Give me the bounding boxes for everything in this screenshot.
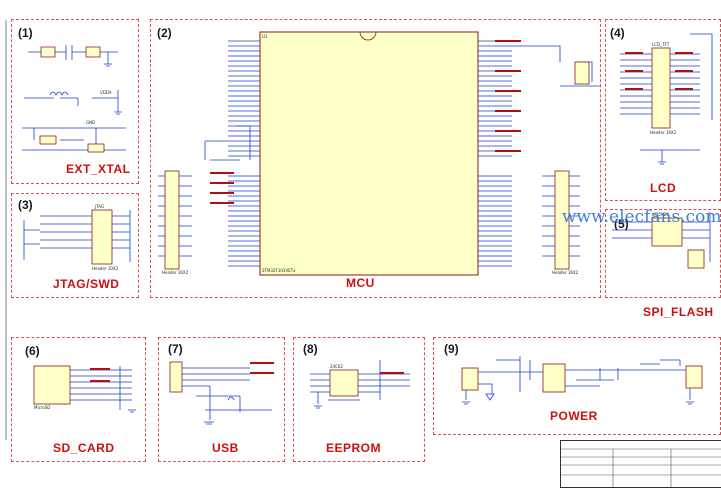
section-num-sd-card: (6) bbox=[25, 344, 40, 358]
section-num-power: (9) bbox=[444, 342, 459, 356]
lcd-connector-label: LCD_TFT bbox=[652, 42, 670, 47]
zone-eeprom bbox=[293, 337, 425, 462]
zone-sd-card bbox=[11, 337, 146, 462]
zone-jtag bbox=[11, 193, 139, 298]
jtag-header-label: Header 10X2 bbox=[92, 266, 119, 271]
section-num-jtag: (3) bbox=[18, 198, 33, 212]
zone-usb bbox=[158, 337, 285, 462]
mcu-ref: U1 bbox=[262, 34, 268, 39]
section-title-eeprom: EEPROM bbox=[326, 441, 382, 455]
left-header-label: Header 16X2 bbox=[162, 270, 189, 275]
section-title-lcd: LCD bbox=[650, 181, 677, 195]
watermark: www.elecfans.com bbox=[562, 207, 721, 227]
vdda-label: VDDA bbox=[100, 90, 112, 95]
section-title-ext-xtal: EXT_XTAL bbox=[66, 162, 131, 176]
section-title-mcu: MCU bbox=[346, 276, 375, 290]
mcu-part-label: STM32F103VETx bbox=[262, 268, 296, 273]
section-num-lcd: (4) bbox=[610, 26, 625, 40]
sd-connector-label: MicroSD bbox=[34, 405, 51, 410]
section-title-usb: USB bbox=[212, 441, 239, 455]
flash-part-label: W25X16 bbox=[652, 212, 669, 217]
title-block-grid bbox=[561, 448, 721, 487]
section-title-jtag: JTAG/SWD bbox=[53, 277, 120, 291]
title-block bbox=[560, 440, 721, 488]
right-header-label: Header 16X2 bbox=[552, 270, 579, 275]
gnd-label: GND bbox=[86, 120, 96, 125]
section-num-mcu: (2) bbox=[157, 26, 172, 40]
jtag-connector-label: JTAG bbox=[95, 204, 105, 209]
eeprom-part-label: 24C02 bbox=[330, 364, 343, 369]
section-title-power: POWER bbox=[550, 409, 598, 423]
section-title-spi-flash: SPI_FLASH bbox=[643, 305, 714, 319]
section-title-sd-card: SD_CARD bbox=[53, 441, 115, 455]
section-num-usb: (7) bbox=[168, 342, 183, 356]
section-num-spi-flash: (5) bbox=[614, 217, 629, 231]
section-num-ext-xtal: (1) bbox=[18, 26, 33, 40]
section-num-eeprom: (8) bbox=[303, 342, 318, 356]
zone-mcu bbox=[150, 19, 601, 298]
zone-ext-xtal bbox=[11, 19, 139, 184]
lcd-header-label: Header 16X2 bbox=[650, 130, 677, 135]
